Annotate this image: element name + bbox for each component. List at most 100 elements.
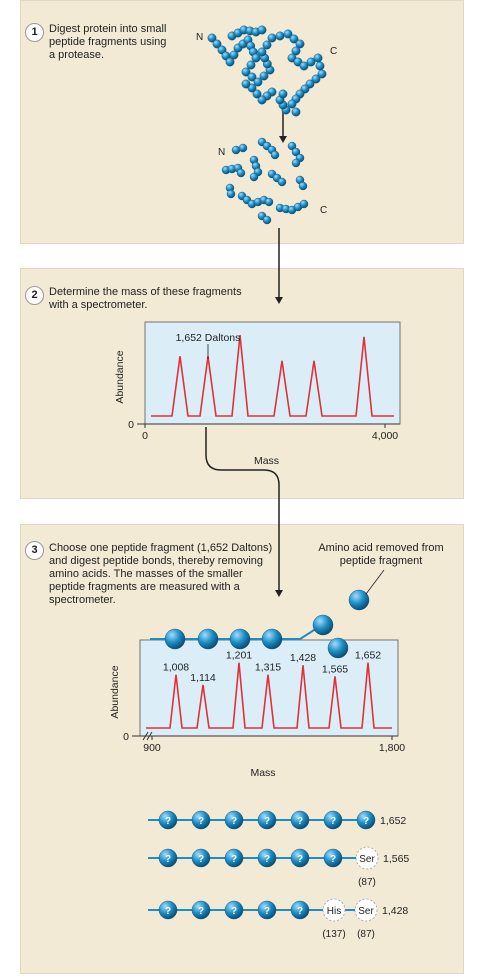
removed-residue-mass: (87) [358, 877, 376, 888]
c-terminus-label-2: C [320, 205, 327, 216]
fragment-bead-symbol: ? [297, 854, 303, 865]
amino-acid-bead [264, 197, 274, 207]
arrow-select-fragment-head [275, 590, 283, 597]
fragment-bead-symbol: ? [330, 816, 336, 827]
peak-label: 1,114 [190, 672, 216, 684]
amino-acid-bead [317, 69, 327, 79]
amino-acid-bead [299, 199, 309, 209]
fragment-bead [356, 810, 376, 830]
fragment-bead [224, 810, 244, 830]
flow-arrows [205, 97, 287, 597]
y-axis-title: Abundance [114, 350, 126, 403]
peak-label: 1,008 [163, 662, 189, 674]
peak-label: 1,201 [226, 650, 252, 662]
fragment-bead [191, 848, 211, 868]
fragment-bead-symbol: ? [198, 854, 204, 865]
fragment-bead-symbol: ? [198, 816, 204, 827]
x-tick-label: 1,800 [379, 742, 405, 754]
peak-label: 1,428 [290, 652, 316, 664]
arrow-select-fragment [205, 427, 280, 590]
amino-acid-bead [257, 25, 267, 35]
chain-bead [164, 628, 186, 650]
fragment-bead-symbol: ? [297, 906, 303, 917]
removed-residue-circle [355, 846, 379, 870]
amino-acid-bead [291, 147, 301, 157]
fragment-bead [158, 848, 178, 868]
amino-acid-bead [238, 143, 248, 153]
amino-acid-bead [236, 168, 246, 178]
y-tick-label: 0 [128, 419, 134, 431]
fragment-mass-label: 1,652 [380, 815, 406, 827]
amino-acid-bead [287, 141, 297, 151]
protein-illustrations: N C N C [196, 25, 337, 225]
amino-acid-bead [291, 107, 301, 117]
spectrum-line [151, 334, 394, 417]
step-2-number: 2 [25, 286, 44, 305]
step-2-panel: 2 Determine the mass of these fragments … [20, 268, 464, 499]
annotation-pointer [365, 569, 385, 595]
amino-acid-bead [207, 33, 217, 43]
amino-acid-bead [229, 50, 239, 60]
amino-acid-bead [246, 60, 256, 70]
amino-acid-bead [278, 89, 288, 99]
fragment-bead-symbol: ? [165, 906, 171, 917]
axis-break-mark [142, 731, 153, 741]
chain-bead [229, 628, 251, 650]
amino-acid-bead [212, 39, 222, 49]
fragment-bead-symbol: ? [297, 816, 303, 827]
removed-residue-mass: (137) [322, 929, 345, 940]
removed-amino-acid-bead [348, 589, 370, 611]
n-terminus-label-2: N [218, 147, 225, 158]
amino-acid-bead [270, 150, 280, 160]
fragment-bead [158, 900, 178, 920]
c-terminus-label-1: C [330, 46, 337, 57]
fragment-bead-symbol: ? [165, 854, 171, 865]
fragment-bead-symbol: ? [231, 854, 237, 865]
amino-acid-bead [315, 61, 325, 71]
fragment-bead-symbol: ? [198, 906, 204, 917]
fragment-bead [158, 810, 178, 830]
fragment-bead-symbol: ? [231, 816, 237, 827]
amino-acid-bead [249, 172, 259, 182]
amino-acid-bead [291, 46, 301, 56]
amino-acid-bead [267, 33, 277, 43]
step-3-number: 3 [25, 541, 44, 560]
fragment-bead-symbol: ? [264, 816, 270, 827]
fragment-bead [191, 810, 211, 830]
detached-bead [312, 614, 334, 636]
amino-acid-bead [259, 71, 269, 81]
x-tick-label: 900 [143, 742, 161, 754]
peptide-chain-illustration [150, 569, 385, 659]
fragment-bead [224, 900, 244, 920]
fragment-bead [323, 810, 343, 830]
fragment-bead [257, 810, 277, 830]
amino-acid-bead [313, 53, 323, 63]
amino-acid-bead [287, 99, 297, 109]
n-terminus-label-1: N [196, 32, 203, 43]
fragment-bead [191, 900, 211, 920]
amino-acid-bead [277, 177, 287, 187]
amino-acid-bead [298, 181, 308, 191]
x-axis-title: Mass [250, 767, 275, 779]
amino-acid-bead [241, 79, 251, 89]
y-tick-label: 0 [123, 731, 129, 743]
x-tick-label: 4,000 [372, 430, 398, 442]
x-axis-title: Mass [254, 455, 279, 467]
amino-acid-bead [299, 61, 309, 71]
amino-acid-bead [291, 158, 301, 168]
amino-acid-bead [283, 29, 293, 39]
fragment-bead [290, 810, 310, 830]
amino-acid-bead [257, 95, 267, 105]
amino-acid-bead [252, 89, 262, 99]
step-1-number: 1 [25, 23, 44, 42]
y-axis-title: Abundance [109, 665, 121, 718]
amino-acid-bead [241, 67, 251, 77]
amino-acid-bead [306, 57, 316, 67]
step-1-description: Digest protein into small peptide fragme… [49, 23, 167, 61]
fragment-bead [290, 900, 310, 920]
removed-residue-name: His [327, 906, 341, 917]
amino-acid-bead [251, 53, 261, 63]
detached-bead [327, 637, 349, 659]
